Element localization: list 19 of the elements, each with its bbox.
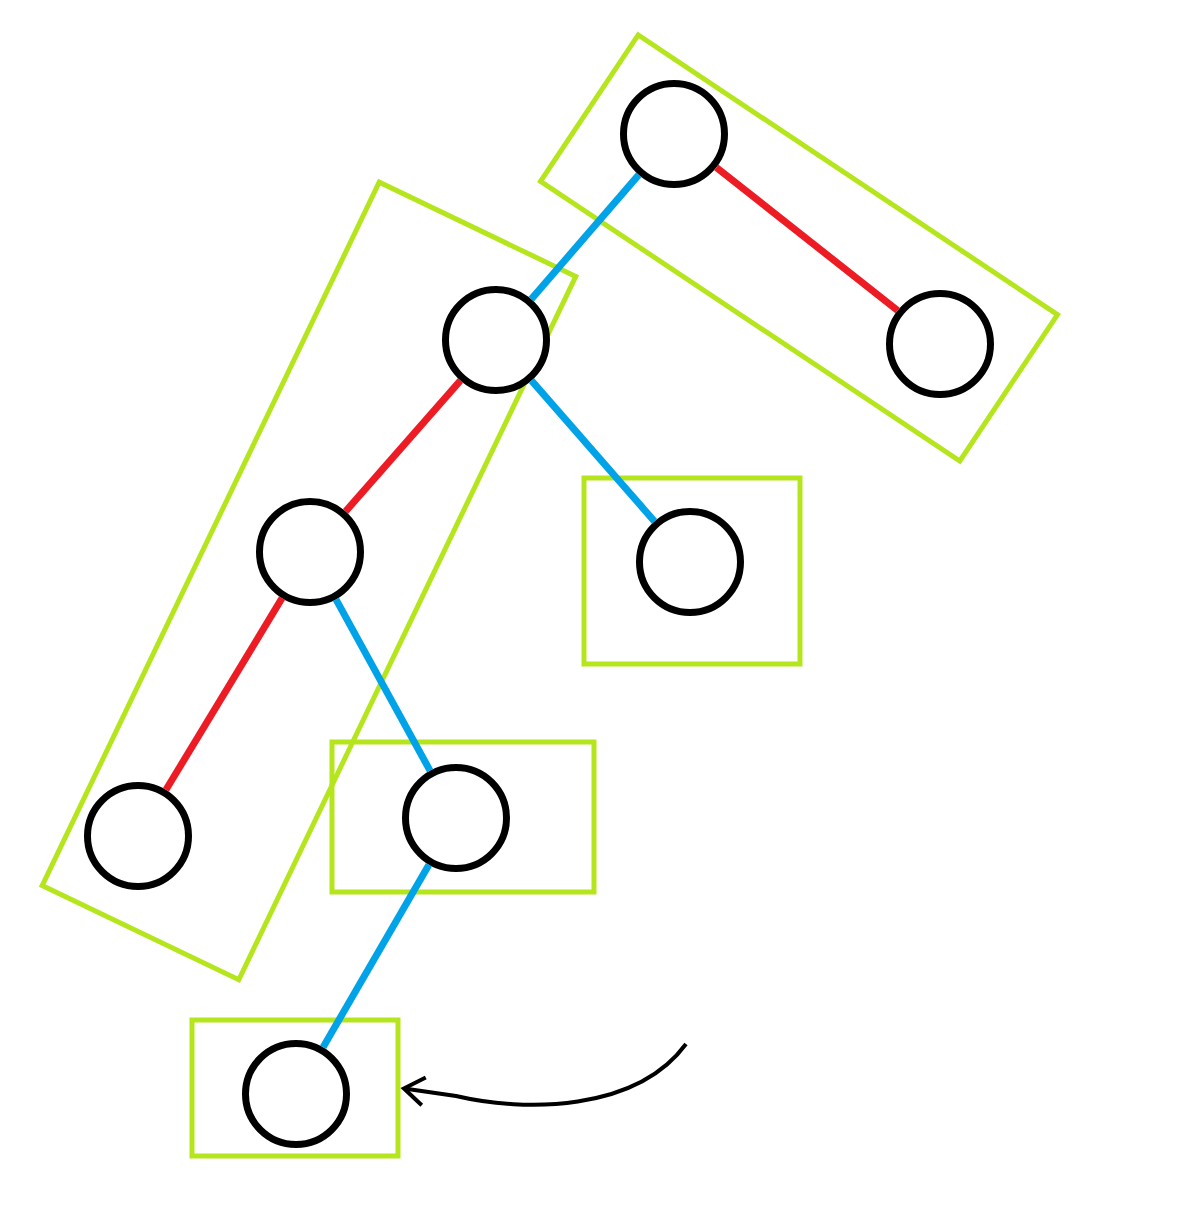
tree-edge xyxy=(714,164,900,314)
tree-node xyxy=(256,498,364,606)
tree-node xyxy=(442,286,550,394)
tree-node xyxy=(886,290,994,398)
tree-edge xyxy=(320,862,432,1050)
tree-node xyxy=(402,764,510,872)
hand-drawn-arrow xyxy=(400,1042,688,1107)
tree-edge xyxy=(528,172,642,302)
tree-node xyxy=(636,508,744,616)
group-box xyxy=(329,739,597,895)
tree-edge xyxy=(343,378,463,514)
tree-node xyxy=(242,1040,350,1148)
tree-node xyxy=(620,80,728,188)
tree-edge xyxy=(162,596,285,792)
group-box xyxy=(581,475,803,667)
tree-edge xyxy=(528,378,658,524)
tree-edge xyxy=(332,597,434,773)
group-box xyxy=(189,1017,401,1159)
tree-node xyxy=(84,782,192,890)
